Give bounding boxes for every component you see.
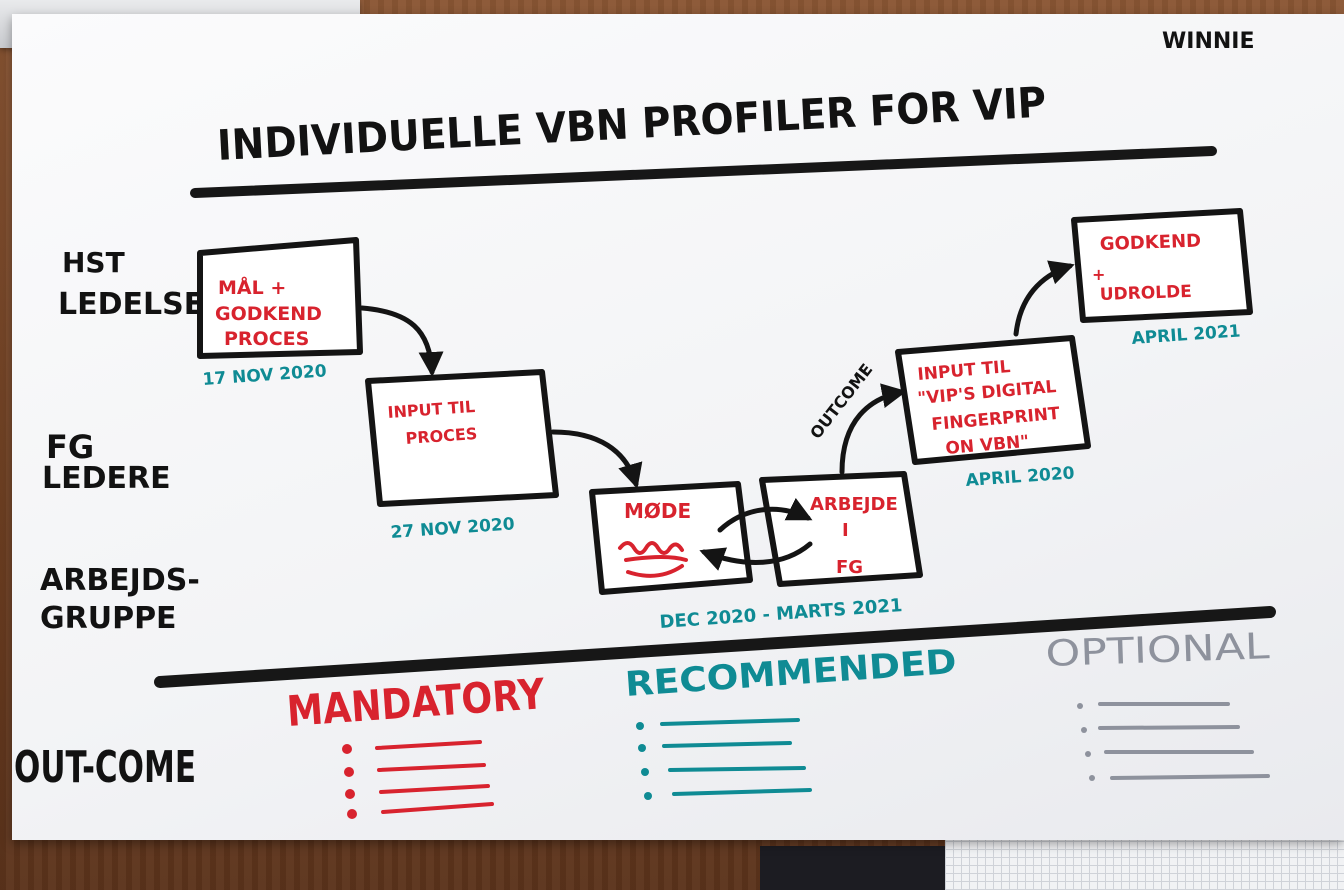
date-label-box1: 17 NOV 2020 — [202, 361, 327, 390]
svg-text:GODKEND: GODKEND — [215, 303, 322, 325]
svg-text:MØDE: MØDE — [624, 499, 691, 523]
title-underline — [190, 146, 1217, 198]
row-label-outcome: OUT-COME — [14, 742, 196, 793]
legend-optional-label: OPTIONAL — [1045, 626, 1270, 675]
bullet — [345, 789, 355, 799]
bullet-lines — [660, 718, 812, 796]
signature: WINNIE — [1162, 29, 1255, 54]
arrow-box4-to-box5 — [839, 383, 907, 475]
legend-mandatory-label: MANDATORY — [285, 669, 546, 736]
bullet-lines — [1098, 702, 1270, 780]
svg-text:HST: HST — [62, 246, 125, 279]
svg-text:PROCES: PROCES — [405, 424, 478, 448]
date-label-box5: APRIL 2020 — [965, 463, 1075, 491]
box-outline — [895, 335, 1091, 465]
process-box-input-fingerprint: INPUT TIL "VIP'S DIGITAL FINGERPRINT ON … — [895, 335, 1091, 465]
svg-text:ARBEJDE: ARBEJDE — [810, 494, 898, 515]
arrow-box1-to-box2 — [359, 305, 444, 377]
process-box-input-proces: INPUT TIL PROCES — [365, 369, 559, 507]
bullet — [636, 722, 644, 730]
bullet — [344, 767, 354, 777]
svg-text:FG: FG — [46, 428, 94, 466]
signature-scribble — [618, 541, 688, 578]
arrow-box5-to-box6 — [1013, 260, 1075, 337]
svg-text:I: I — [842, 520, 849, 541]
arrow-label-outcome: OUTCOME — [806, 360, 876, 442]
svg-text:LEDERE: LEDERE — [42, 461, 171, 496]
svg-text:ARBEJDS-: ARBEJDS- — [40, 563, 200, 598]
svg-text:GRUPPE: GRUPPE — [40, 601, 177, 636]
svg-text:LEDELSE: LEDELSE — [58, 287, 204, 322]
legend-mandatory: MANDATORY — [285, 669, 547, 819]
row-label-hst-ledelse: HST LEDELSE — [58, 246, 204, 322]
box-outline — [365, 369, 559, 507]
legend-optional: OPTIONAL — [1045, 626, 1270, 781]
process-box-mal-godkend: MÅL + GODKEND PROCES — [197, 237, 363, 359]
bullet — [644, 792, 652, 800]
svg-text:+: + — [1092, 265, 1105, 284]
svg-text:PROCES: PROCES — [224, 328, 309, 350]
legend-recommended: RECOMMENDED — [624, 642, 958, 800]
bullet — [347, 809, 357, 819]
row-label-arbejdsgruppe: ARBEJDS- GRUPPE — [40, 563, 200, 636]
box-outline — [197, 237, 363, 359]
bullet — [1089, 775, 1095, 781]
svg-text:GODKEND: GODKEND — [1099, 230, 1201, 255]
page-title: INDIVIDUELLE VBN PROFILER FOR VIP — [216, 78, 1047, 170]
date-label-box6: APRIL 2021 — [1131, 321, 1241, 349]
bullet — [1077, 703, 1083, 709]
process-box-mode: MØDE — [589, 481, 753, 595]
svg-text:UDROLDE: UDROLDE — [1099, 282, 1192, 305]
bullet — [342, 744, 352, 754]
arrow-box3-to-box4 — [717, 497, 813, 533]
box-outline — [1071, 208, 1253, 323]
bullet — [1081, 727, 1087, 733]
bullet — [641, 768, 649, 776]
svg-text:MÅL +: MÅL + — [218, 275, 286, 299]
date-label-box2: 27 NOV 2020 — [390, 514, 515, 543]
section-divider-line — [154, 606, 1276, 688]
row-label-fg-ledere: FG LEDERE — [42, 428, 171, 496]
process-box-arbejde-fg: ARBEJDE I FG — [759, 471, 923, 587]
arrow-box4-to-box3 — [699, 541, 813, 571]
bullet — [1085, 751, 1091, 757]
date-label-box3-4: DEC 2020 - MARTS 2021 — [659, 595, 903, 633]
svg-text:FG: FG — [836, 557, 863, 578]
arrow-box2-to-box3 — [550, 429, 643, 489]
bullet-lines — [375, 740, 494, 814]
bullet — [638, 744, 646, 752]
process-box-godkend-udrolde: GODKEND + UDROLDE — [1071, 208, 1253, 323]
